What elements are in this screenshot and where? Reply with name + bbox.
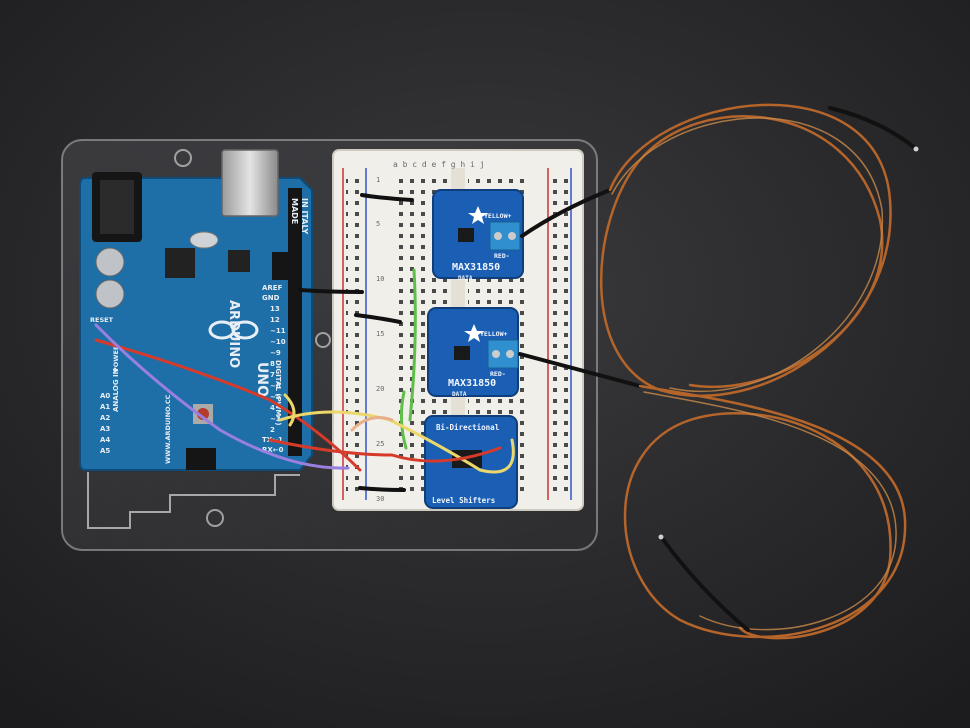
sensor-name: MAX31850 (452, 262, 500, 273)
red-label: RED- (490, 370, 506, 378)
atmega-chip (165, 248, 195, 278)
digital-pin-label: ~3 (270, 415, 281, 423)
data-label: DATA (458, 275, 473, 282)
website-label: WWW.ARDUINO.CC (164, 394, 172, 464)
digital-pin-label: 2 (270, 426, 275, 434)
aref-pin-label: AREF (262, 284, 283, 292)
power-label: POWER (112, 345, 120, 372)
analog-pin-label: A2 (100, 414, 110, 422)
digital-pin-label: ~9 (270, 349, 281, 357)
row-label: 25 (376, 440, 384, 448)
digital-pin-label: ~6 (270, 382, 281, 390)
reset-pin-label: RESET (90, 316, 114, 324)
probe-tip (913, 146, 919, 152)
ic-chip (454, 346, 470, 360)
usb-chip (228, 250, 250, 272)
probe-tip (658, 534, 664, 540)
digital-pin-label: ~11 (270, 327, 286, 335)
analog-pin-labels: A0 A1 A2 A3 A4 A5 (100, 392, 110, 455)
icsp-header (272, 252, 294, 280)
digital-pin-labels: 13 12 ~11 ~10 ~9 8 7 ~6 ~5 4 ~3 2 (270, 305, 286, 434)
yellow-label: YELLOW+ (480, 330, 507, 338)
uno-model-label: UNO (254, 362, 270, 397)
row-label: 20 (376, 385, 384, 393)
capacitor (95, 247, 125, 277)
star-logo-icon (464, 324, 484, 342)
analog-pin-label: A5 (100, 447, 110, 455)
arduino-uno-board: MADE IN ITALY ARDUINO UNO WWW.ARDUINO.CC… (79, 149, 313, 471)
capacitor (95, 279, 125, 309)
analog-pin-label: A1 (100, 403, 110, 411)
rx-pin-label: RX←0 (262, 446, 284, 454)
analog-in-label: ANALOG IN (112, 368, 120, 412)
jumper-wires (94, 193, 515, 492)
digital-pin-label: 12 (270, 316, 280, 324)
breadboard-row-labels: 1 5 10 15 20 25 30 (376, 176, 384, 503)
analog-pin-label: A3 (100, 425, 110, 433)
made-in-label: MADE (290, 198, 299, 224)
row-label: 5 (376, 220, 380, 228)
max31850-breakout-2: MAX31850 DATA YELLOW+ RED- (427, 307, 519, 398)
row-label: 1 (376, 176, 380, 184)
red-label: RED- (494, 252, 510, 260)
row-label: 15 (376, 330, 384, 338)
digital-pin-label: ~10 (270, 338, 286, 346)
level-shifter-bottom-label: Level Shifters (432, 496, 495, 505)
thermocouple-probe-2 (518, 352, 907, 640)
gnd-pin-label: GND (262, 294, 280, 302)
digital-pin-label: 8 (270, 360, 275, 368)
digital-pin-label: 13 (270, 305, 280, 313)
yellow-label: YELLOW+ (484, 212, 511, 220)
row-label: 30 (376, 495, 384, 503)
digital-pin-label: 4 (270, 404, 275, 412)
icsp-header (186, 448, 216, 470)
sensor-name: MAX31850 (448, 378, 496, 389)
arduino-logo-icon (208, 320, 259, 340)
digital-pin-label: ~5 (270, 393, 281, 401)
analog-pin-label: A0 (100, 392, 110, 400)
max31850-breakout-1: MAX31850 DATA YELLOW+ RED- (432, 189, 524, 282)
star-logo-icon (468, 206, 488, 224)
row-label: 10 (376, 275, 384, 283)
usb-connector (221, 149, 279, 217)
arduino-brand-label: ARDUINO (226, 300, 241, 368)
level-shifter-top-label: Bi-Directional (436, 423, 499, 432)
ic-chip (458, 228, 474, 242)
crystal-oscillator (189, 231, 219, 249)
thermocouple-probe-1 (520, 103, 919, 397)
digital-pwm-label: DIGITAL (PWM~) (274, 360, 282, 425)
digital-pin-label: 7 (270, 371, 275, 379)
analog-pin-label: A4 (100, 436, 110, 444)
breadboard-column-labels: a b c d e f g h i j (393, 160, 485, 169)
data-label: DATA (452, 391, 467, 398)
in-italy-label: IN ITALY (300, 198, 309, 234)
